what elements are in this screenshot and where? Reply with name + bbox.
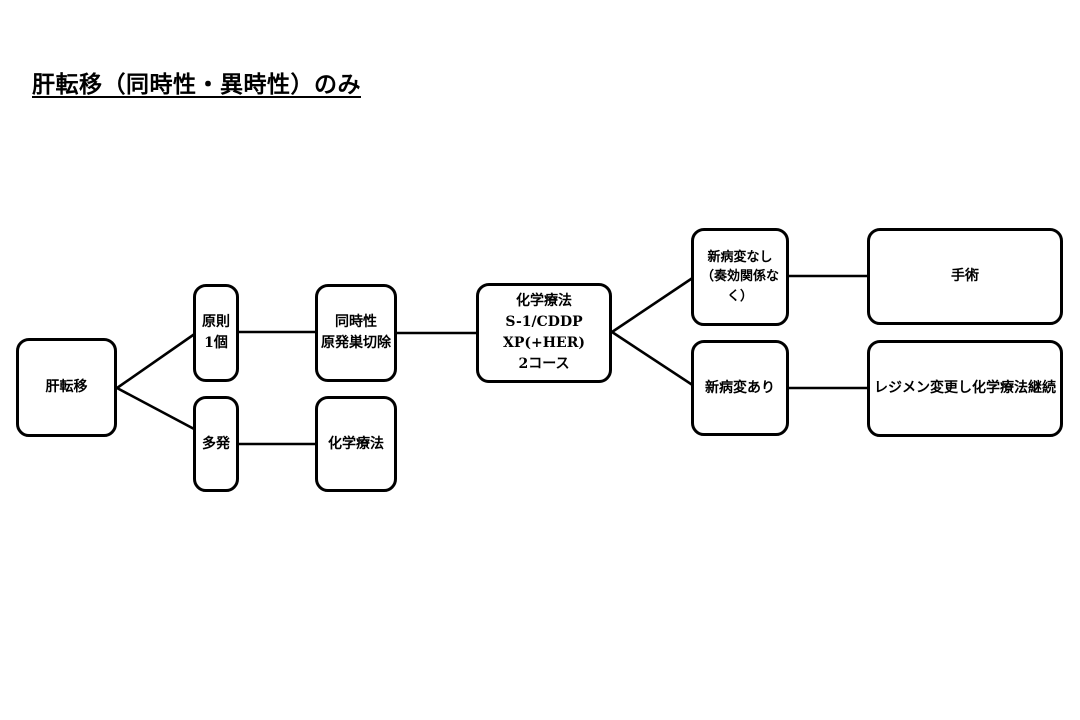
node-no-new-lesion: 新病変なし （奏効関係なく） — [691, 228, 789, 326]
connector-chemo-regimen-to-no-new-lesion — [611, 275, 695, 334]
node-principle-one: 原則 1個 — [193, 284, 239, 382]
connector-liver-to-multiple — [116, 386, 197, 432]
node-regimen-change: レジメン変更し化学療法継続 — [867, 340, 1063, 437]
node-multiple: 多発 — [193, 396, 239, 492]
node-chemotherapy: 化学療法 — [315, 396, 397, 492]
connector-chemo-regimen-to-new-lesion — [611, 330, 695, 388]
node-chemo-regimen: 化学療法 S-1/CDDP XP(+HER) 2コース — [476, 283, 612, 383]
node-surgery: 手術 — [867, 228, 1063, 325]
connector-liver-to-principle-one — [116, 331, 197, 390]
node-new-lesion: 新病変あり — [691, 340, 789, 436]
page-title: 肝転移（同時性・異時性）のみ — [32, 71, 361, 99]
node-synchronous-resection: 同時性 原発巣切除 — [315, 284, 397, 382]
node-liver-metastasis: 肝転移 — [16, 338, 117, 437]
